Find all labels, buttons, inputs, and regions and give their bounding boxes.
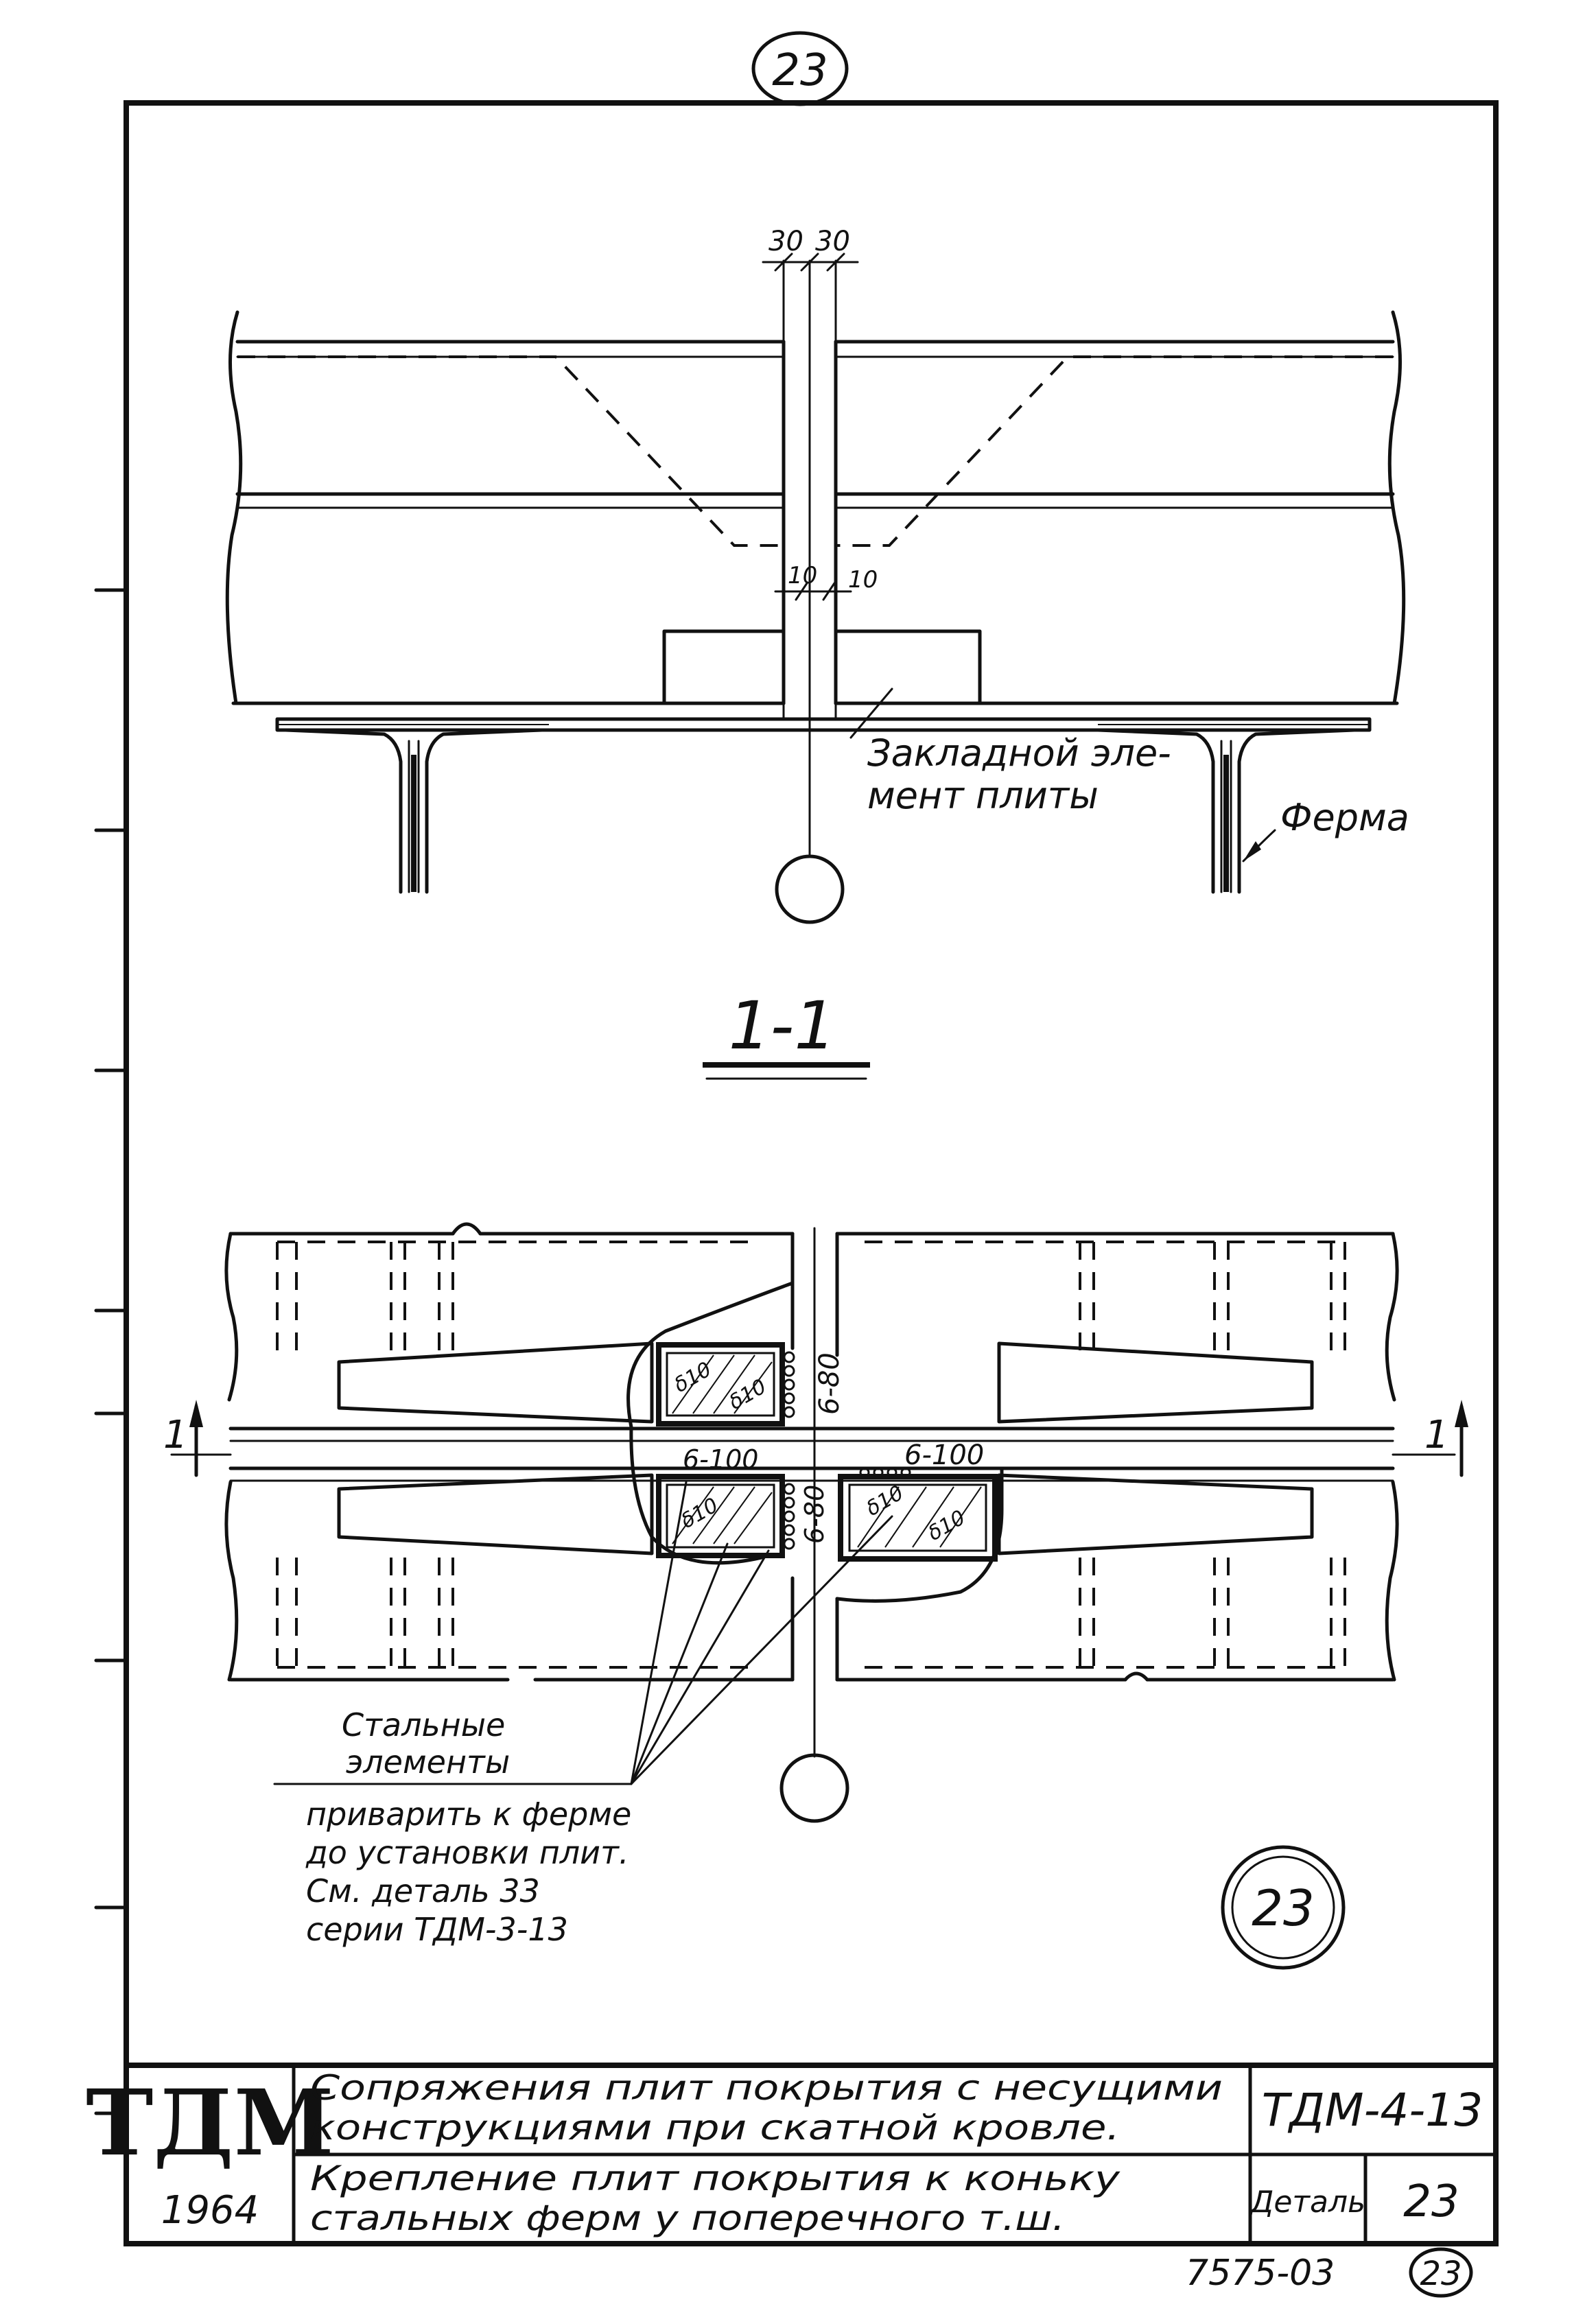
dim-10-left: 10 [788, 562, 817, 589]
dim-30-left: 30 [768, 226, 803, 257]
year: 1964 [161, 2188, 259, 2233]
embedded-block-right [834, 629, 982, 705]
axis-bubble-top [775, 854, 845, 924]
weld-label-left: 6-100 [683, 1444, 758, 1475]
top-elevation-view: 30 30 10 10 [225, 226, 1409, 924]
steel-plate-upper-left [656, 1342, 785, 1426]
section-marker-right: 1 [1424, 1400, 1468, 1477]
title-line-1: Сопряжения плит покрытия с несущими [310, 2068, 1223, 2108]
thickness-mark-5: δ10 [924, 1505, 970, 1546]
note-line-1: приварить к ферме [306, 1796, 631, 1833]
section-title: 1-1 [703, 987, 870, 1080]
section-mark-right: 1 [1424, 1413, 1449, 1457]
section-label: 1-1 [729, 987, 836, 1064]
rib-plate-upper-right [997, 1341, 1314, 1424]
rib-plate-lower-right [997, 1473, 1314, 1555]
note-line-4: серии ТДМ-3-13 [306, 1911, 568, 1948]
sheet-number-circle: 23 [751, 31, 849, 106]
note-heading-1: Стальные [342, 1706, 505, 1743]
left-slab-break-line [225, 310, 243, 705]
subtitle-line-2: стальных ферм у поперечного т.ш. [310, 2198, 1065, 2238]
subtitle-line-1: Крепление плит покрытия к коньку [310, 2159, 1121, 2198]
series-number: ТДМ-4-13 [1262, 2084, 1483, 2137]
title-line-2: конструкциями при скатной кровле. [310, 2108, 1120, 2148]
dim-30-right: 30 [815, 226, 850, 257]
sheet-number: 23 [772, 45, 828, 96]
archive-number: 7575-03 [1186, 2253, 1335, 2294]
title-block: ТДМ 1964 Сопряжения плит покрытия с несу… [86, 2063, 1499, 2246]
weld-label-upper: 6-80 [814, 1352, 845, 1415]
detail-label: Деталь [1249, 2185, 1365, 2220]
note-line-2: до установки плит. [305, 1834, 629, 1871]
embedded-element-label-2: мент плиты [867, 774, 1099, 817]
truss-tee-left [283, 728, 544, 894]
note-line-3: См. деталь 33 [306, 1872, 540, 1910]
thickness-mark-2: δ10 [725, 1374, 771, 1415]
plan-view: 1 1 [163, 1222, 1468, 1948]
axis-bubble-plan [779, 1753, 849, 1823]
note-heading-2: элементы [346, 1743, 510, 1781]
detail-badge: 23 [1221, 1845, 1346, 1970]
detail-badge-number: 23 [1252, 1879, 1315, 1937]
thickness-mark-4: δ10 [862, 1481, 908, 1521]
corner-number: 23 [1420, 2255, 1462, 2293]
weld-beads [783, 1351, 911, 1550]
logo: ТДМ [86, 2070, 334, 2176]
frame-margin-ticks [94, 588, 128, 2115]
steel-plate-lower-right [838, 1474, 998, 1562]
embedded-block-left [662, 629, 786, 705]
section-mark-left: 1 [163, 1413, 188, 1457]
dim-10-right: 10 [848, 566, 878, 594]
rib-plate-upper-left [337, 1341, 654, 1424]
truss-label: Ферма [1280, 796, 1409, 839]
rib-dashed-lines [276, 1241, 1346, 1669]
embedded-element-label-1: Закладной эле- [867, 731, 1171, 775]
truss-tee-right [1096, 728, 1357, 894]
weld-label-lower-vertical: 6-80 [799, 1485, 830, 1544]
corner-number-circle: 23 [1409, 2247, 1473, 2298]
steel-plate-lower-left [656, 1474, 785, 1558]
weld-label-right: 6-100 [904, 1440, 984, 1471]
right-slab-break-line [1387, 310, 1406, 705]
detail-number: 23 [1403, 2176, 1459, 2227]
rib-plate-lower-left [337, 1473, 654, 1555]
section-marker-left: 1 [163, 1400, 203, 1477]
